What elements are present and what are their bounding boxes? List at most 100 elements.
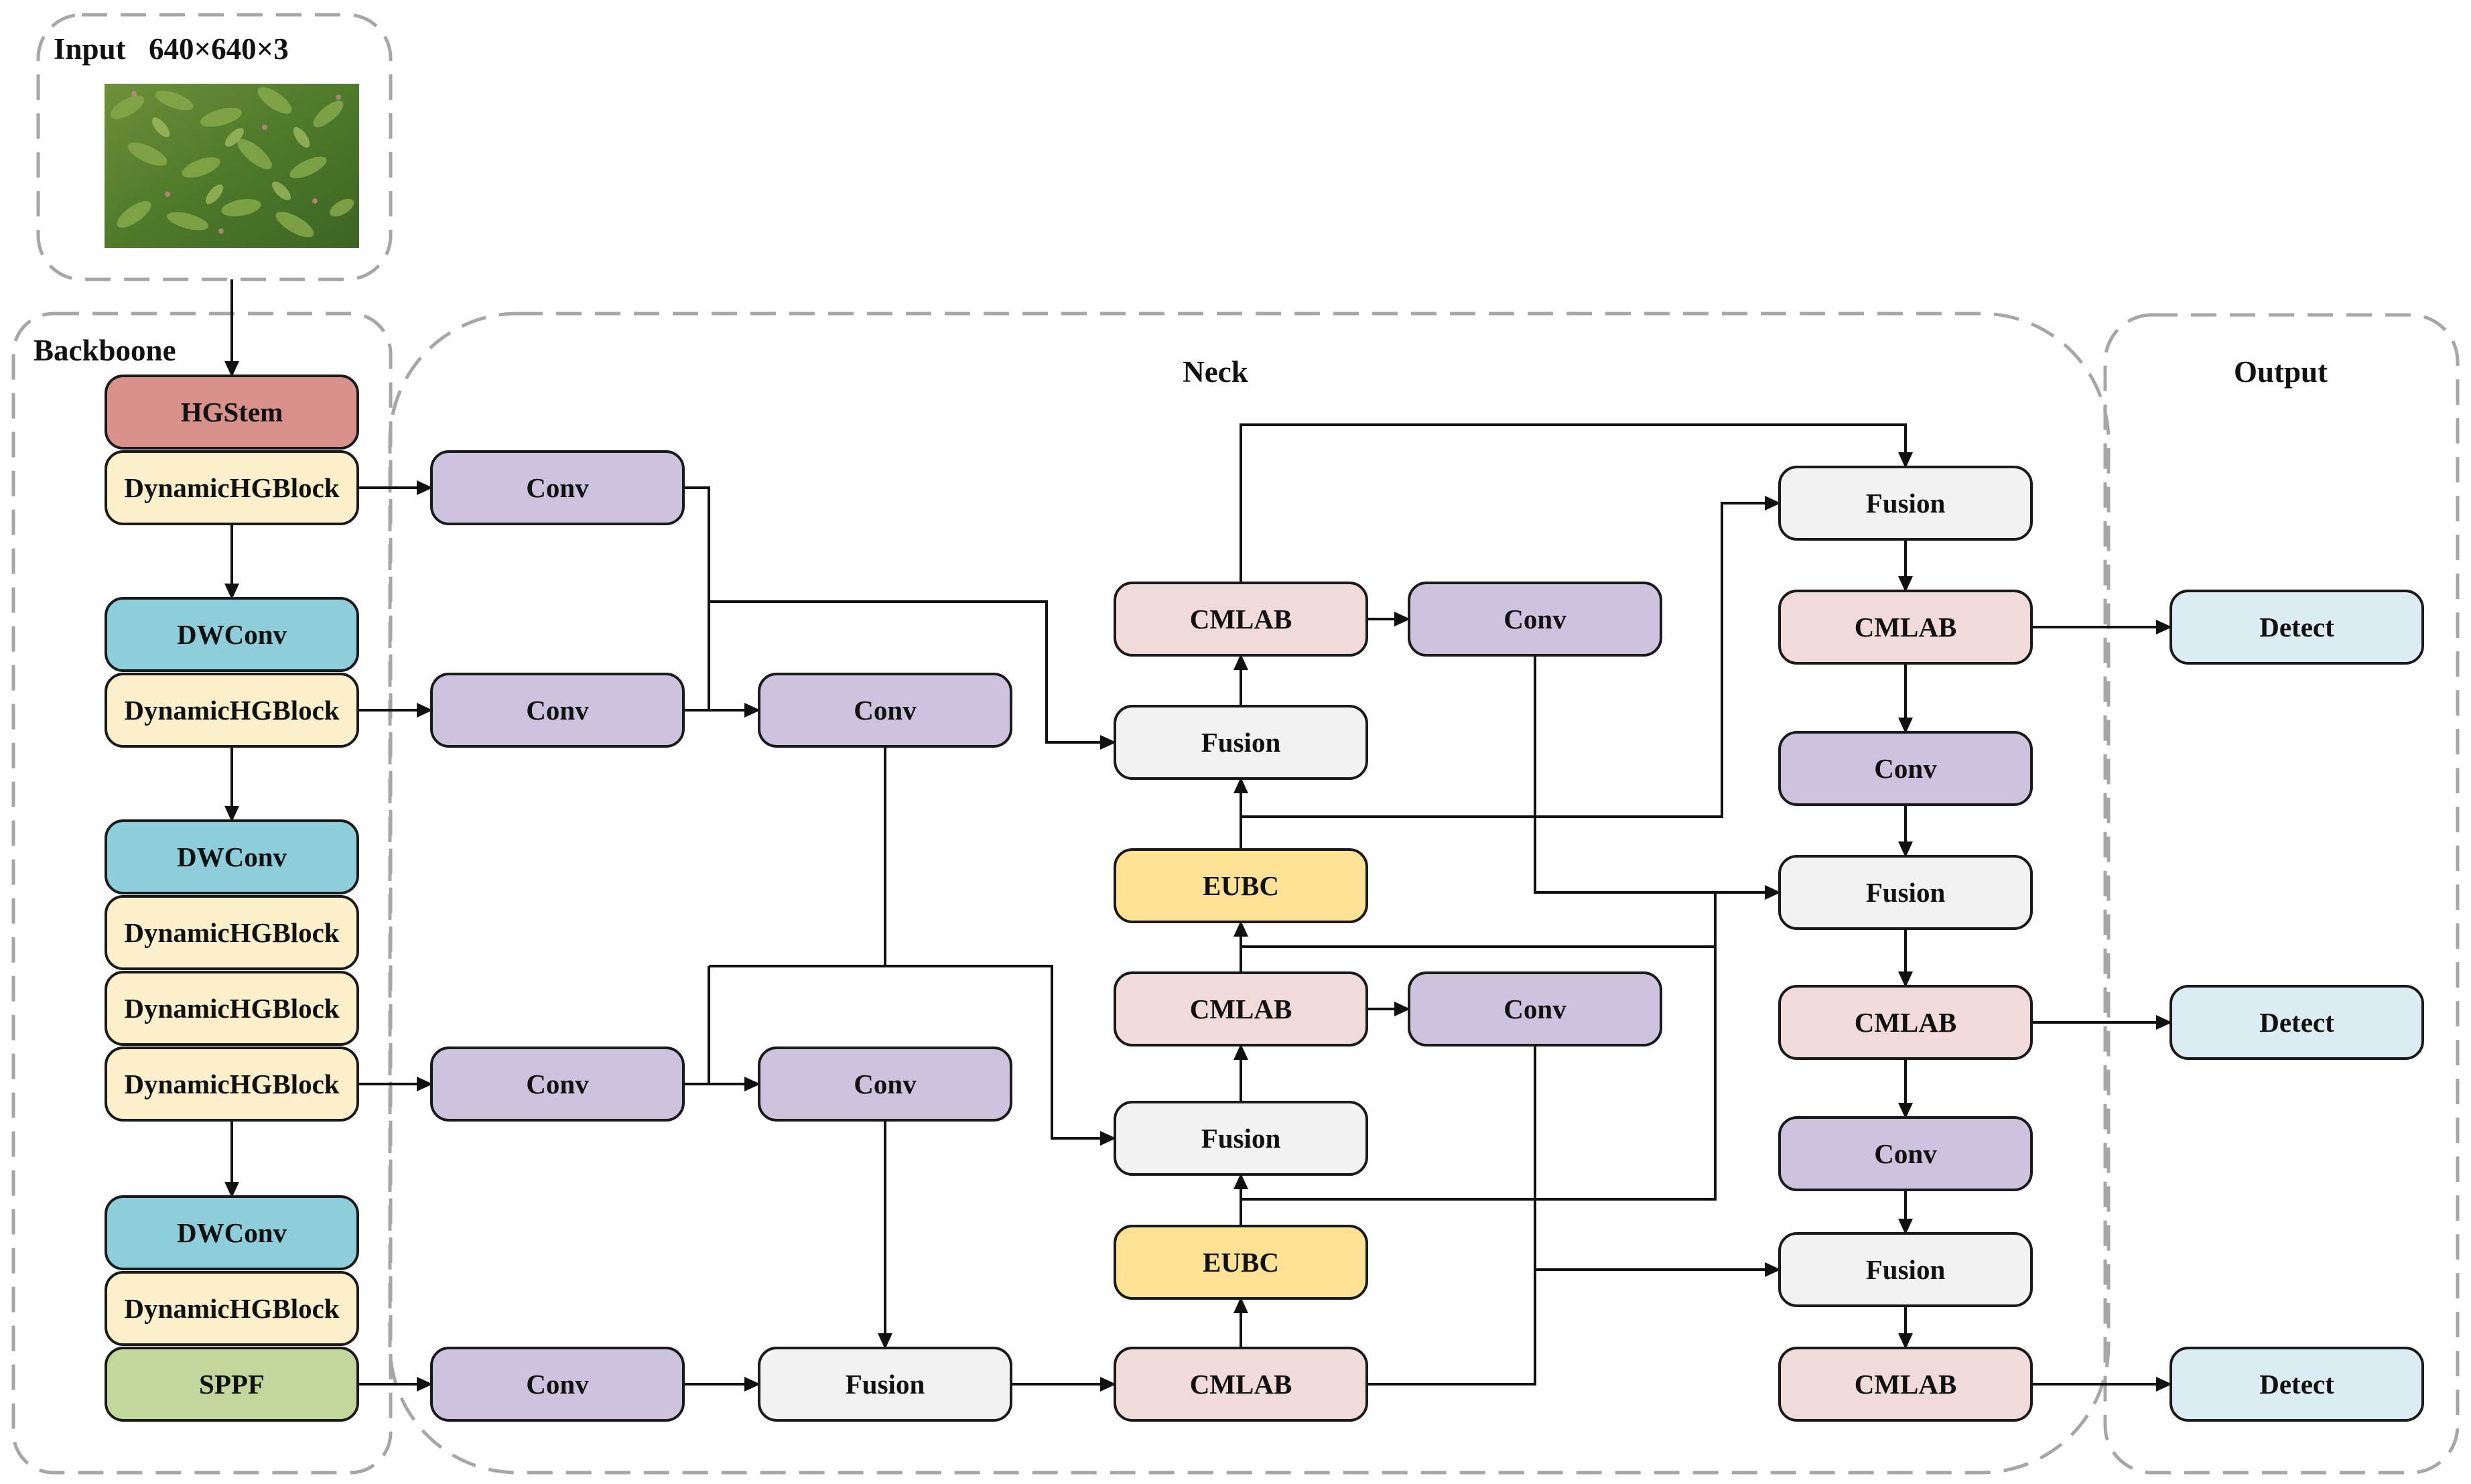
- conv-block: Conv: [430, 1047, 685, 1122]
- cmlab-block: CMLAB: [1778, 1347, 2033, 1422]
- fusion-block: Fusion: [758, 1347, 1012, 1422]
- dynamic-hg-block-box: [105, 895, 359, 970]
- fusion-block: Fusion: [1114, 705, 1368, 780]
- dwconv-block-box: [105, 1195, 359, 1270]
- dynamic-hg-block-box: [105, 673, 359, 748]
- fusion-block: Fusion: [1114, 1101, 1368, 1176]
- arrow-connector: [1240, 423, 1913, 583]
- fusion-block-label: Fusion: [1866, 877, 1946, 908]
- hgstem-block-box: [105, 375, 359, 450]
- conv-block-label: Conv: [526, 1369, 589, 1400]
- conv-block-box: [1408, 582, 1662, 657]
- dynamic-hg-block: DynamicHGBlock: [105, 1271, 359, 1346]
- dynamic-hg-block-label: DynamicHGBlock: [124, 993, 339, 1024]
- dynamic-hg-block: DynamicHGBlock: [105, 1047, 359, 1122]
- fusion-block-box: [1778, 1232, 2033, 1307]
- eubc-block-label: EUBC: [1203, 1247, 1279, 1278]
- dynamic-hg-block-box: [105, 971, 359, 1046]
- cmlab-block-box: [1114, 582, 1368, 657]
- conv-block: Conv: [430, 1347, 685, 1422]
- fusion-block-box: [1114, 1101, 1368, 1176]
- dynamic-hg-block: DynamicHGBlock: [105, 971, 359, 1046]
- dwconv-block-box: [105, 819, 359, 894]
- input-size: 640×640×3: [149, 32, 289, 66]
- arrow-connector: [709, 600, 1116, 750]
- dwconv-block-box: [105, 597, 359, 672]
- conv-block-box: [1408, 971, 1662, 1047]
- connector-lines: [224, 279, 2172, 1392]
- detect-block-label: Detect: [2259, 1369, 2334, 1400]
- cmlab-block-box: [1114, 971, 1368, 1047]
- output-group-frame: [2103, 313, 2460, 1475]
- cmlab-block-box: [1778, 590, 2033, 665]
- eubc-block: EUBC: [1114, 848, 1368, 923]
- nodes-layer: HGStemDynamicHGBlockDWConvDynamicHGBlock…: [105, 375, 2424, 1422]
- conv-block-box: [758, 1047, 1012, 1122]
- detect-block-label: Detect: [2259, 1007, 2334, 1038]
- dynamic-hg-block: DynamicHGBlock: [105, 450, 359, 525]
- conv-block: Conv: [430, 450, 685, 525]
- detect-block: Detect: [2169, 985, 2424, 1060]
- sppf-block-label: SPPF: [199, 1369, 265, 1400]
- conv-block-label: Conv: [854, 695, 917, 726]
- conv-block-box: [758, 673, 1012, 748]
- cmlab-block: CMLAB: [1778, 590, 2033, 665]
- conv-block-label: Conv: [526, 1069, 589, 1099]
- arrow-connector: [1241, 496, 1781, 818]
- detect-block-box: [2169, 1347, 2424, 1422]
- detect-block-label: Detect: [2259, 612, 2334, 643]
- fusion-block: Fusion: [1778, 855, 2033, 930]
- eubc-block-box: [1114, 1225, 1368, 1300]
- dynamic-hg-block-label: DynamicHGBlock: [124, 917, 339, 948]
- conv-block: Conv: [1778, 731, 2033, 806]
- neck-title: Neck: [1183, 355, 1248, 389]
- detect-block-box: [2169, 590, 2424, 665]
- fusion-block-box: [1778, 466, 2033, 541]
- fusion-block-box: [758, 1347, 1012, 1422]
- dynamic-hg-block: DynamicHGBlock: [105, 673, 359, 748]
- conv-block-box: [430, 673, 685, 748]
- cmlab-block-label: CMLAB: [1855, 612, 1957, 643]
- dynamic-hg-block-box: [105, 1271, 359, 1346]
- conv-block: Conv: [758, 673, 1012, 748]
- dwconv-block-label: DWConv: [177, 1217, 287, 1248]
- cmlab-block: CMLAB: [1114, 1347, 1368, 1422]
- dwconv-block: DWConv: [105, 597, 359, 672]
- cmlab-block-box: [1114, 1347, 1368, 1422]
- conv-block-box: [430, 1347, 685, 1422]
- output-title: Output: [2234, 355, 2328, 389]
- detect-block-box: [2169, 985, 2424, 1060]
- fusion-block: Fusion: [1778, 466, 2033, 541]
- cmlab-block-label: CMLAB: [1855, 1369, 1957, 1400]
- backbone-title: Backboone: [34, 334, 176, 367]
- fusion-block-label: Fusion: [1201, 727, 1281, 758]
- cmlab-block-box: [1778, 1347, 2033, 1422]
- conv-block-label: Conv: [1504, 994, 1566, 1024]
- line-connector: [683, 486, 710, 710]
- fusion-block-label: Fusion: [1866, 488, 1946, 519]
- dwconv-block: DWConv: [105, 1195, 359, 1270]
- conv-block-label: Conv: [1874, 1138, 1937, 1169]
- fusion-block-box: [1778, 855, 2033, 930]
- detect-block: Detect: [2169, 590, 2424, 665]
- dynamic-hg-block-box: [105, 450, 359, 525]
- line-connector: [1241, 892, 1717, 1201]
- conv-block: Conv: [1778, 1116, 2033, 1191]
- arrow-connector: [1534, 655, 1781, 900]
- fusion-block: Fusion: [1778, 1232, 2033, 1307]
- input-label: Input: [54, 32, 126, 66]
- sppf-block: SPPF: [105, 1347, 359, 1422]
- hgstem-block: HGStem: [105, 375, 359, 450]
- conv-block-label: Conv: [1874, 753, 1937, 784]
- conv-block-box: [430, 450, 685, 525]
- dynamic-hg-block: DynamicHGBlock: [105, 895, 359, 970]
- cmlab-block-label: CMLAB: [1190, 1369, 1292, 1400]
- dwconv-block-label: DWConv: [177, 619, 287, 650]
- conv-block-label: Conv: [526, 472, 589, 503]
- arrow-connector: [1534, 1045, 1781, 1277]
- dwconv-block-label: DWConv: [177, 841, 287, 872]
- conv-block-box: [430, 1047, 685, 1122]
- input-leaf-image: [105, 84, 359, 248]
- conv-block: Conv: [1408, 971, 1662, 1047]
